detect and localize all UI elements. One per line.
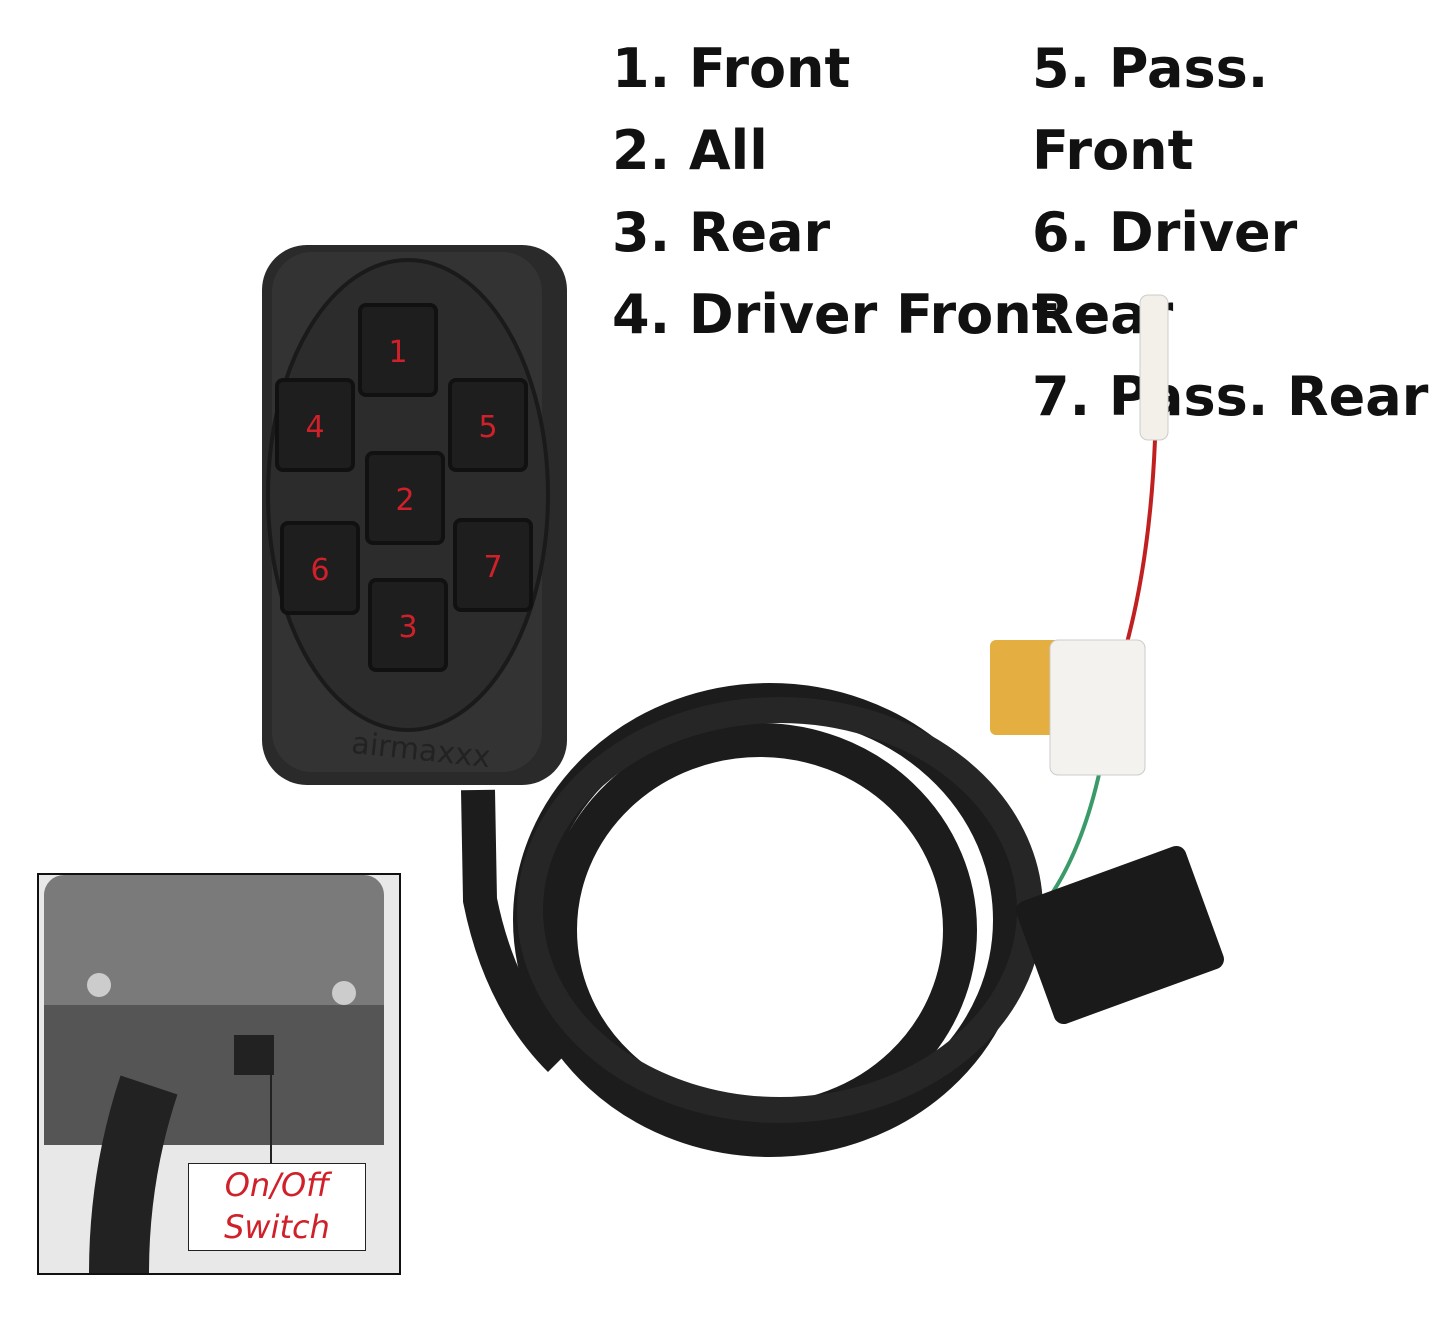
legend-left: 1. Front 2. All 3. Rear 4. Driver Front [612, 28, 1058, 356]
red-wire [1123, 439, 1157, 651]
button-number: 2 [395, 483, 414, 518]
button-number: 4 [305, 410, 324, 445]
rocker-button-5 [448, 378, 528, 472]
rocker-button-2 [365, 451, 445, 545]
screw-icon [332, 981, 356, 1005]
rocker-button-4 [275, 378, 355, 472]
button-number: 6 [310, 553, 329, 588]
fuse-holder [1049, 639, 1146, 776]
switch-callout: On/Off Switch [188, 1163, 366, 1251]
button-number: 3 [398, 610, 417, 645]
harness-connector [1016, 845, 1224, 1025]
legend-item: 1. Front [612, 37, 851, 100]
button-number: 1 [388, 335, 407, 370]
switch-label-line: On/Off [224, 1166, 330, 1204]
legend-right: 5. Pass. Front 6. Driver Rear 7. Pass. R… [1032, 28, 1445, 438]
rocker-button-1 [358, 303, 438, 397]
on-off-switch [234, 1035, 274, 1075]
button-number: 5 [478, 410, 497, 445]
legend-item: 7. Pass. Rear [1032, 365, 1429, 428]
wire-terminal [1139, 294, 1169, 441]
legend-item: 5. Pass. Front [1032, 37, 1269, 182]
legend-item: 3. Rear [612, 201, 831, 264]
rocker-button-6 [280, 521, 360, 615]
legend-item: 2. All [612, 119, 768, 182]
rocker-button-7 [453, 518, 533, 612]
fuse [990, 640, 1065, 735]
button-number: 7 [483, 550, 502, 585]
rocker-button-3 [368, 578, 448, 672]
legend-item: 4. Driver Front [612, 283, 1058, 346]
screw-icon [87, 973, 111, 997]
switch-label-line: Switch [224, 1208, 330, 1246]
legend-item: 6. Driver Rear [1032, 201, 1298, 346]
braided-cable [461, 683, 1043, 1157]
